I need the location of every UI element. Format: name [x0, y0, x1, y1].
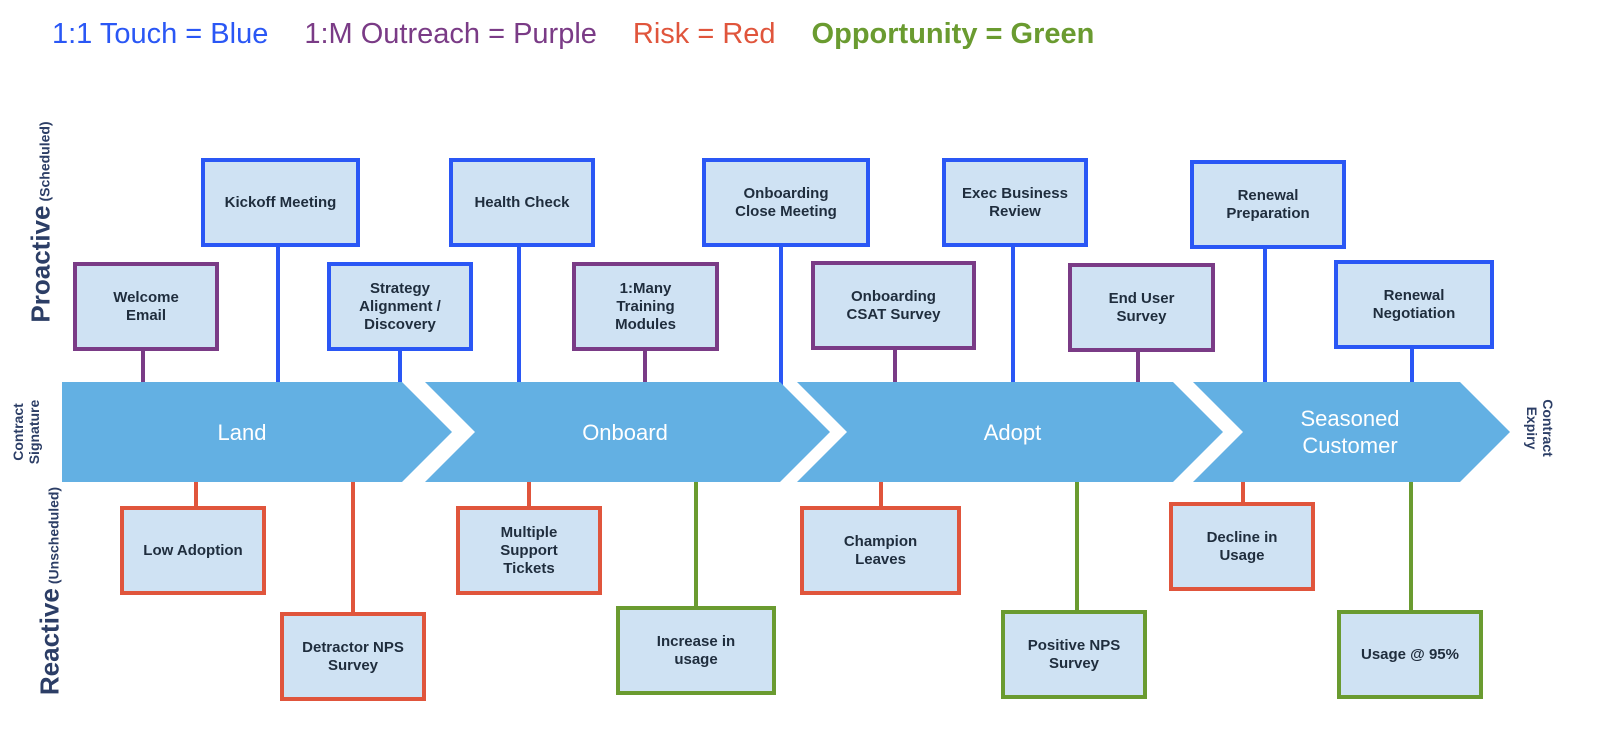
- stage-label-3: Adopt: [983, 419, 1042, 445]
- reactive-subtitle: (Unscheduled): [45, 486, 62, 585]
- proactive-title: Proactive: [25, 205, 56, 323]
- stage-label-2: Onboard: [582, 419, 668, 445]
- low-adoption-card: Low Adoption: [120, 506, 266, 595]
- stage-chevron-2: [425, 382, 830, 482]
- legend-red: Risk = Red: [632, 17, 776, 50]
- legend: 1:1 Touch = Blue 1:M Outreach = Purple R…: [52, 14, 1130, 54]
- stage-chevron-3: [797, 382, 1223, 482]
- legend-green: Opportunity = Green: [811, 17, 1095, 50]
- stage-chevrons: [62, 382, 1510, 482]
- stage-label-1: Land: [217, 419, 267, 445]
- legend-blue: 1:1 Touch = Blue: [52, 17, 269, 50]
- legend-purple: 1:M Outreach = Purple: [304, 17, 597, 50]
- health-check-card: Health Check: [449, 158, 595, 247]
- reactive-title: Reactive: [34, 588, 65, 696]
- stage-chevron-4: [1193, 382, 1510, 482]
- usage-95-card: Usage @ 95%: [1337, 610, 1483, 699]
- reactive-label: Reactive (Unscheduled): [35, 487, 66, 695]
- kickoff-meeting-card: Kickoff Meeting: [201, 158, 360, 247]
- stage-chevron-1: [62, 382, 452, 482]
- connector-lines: [141, 247, 1414, 612]
- proactive-label: Proactive (Scheduled): [26, 121, 57, 322]
- proactive-subtitle: (Scheduled): [36, 121, 53, 202]
